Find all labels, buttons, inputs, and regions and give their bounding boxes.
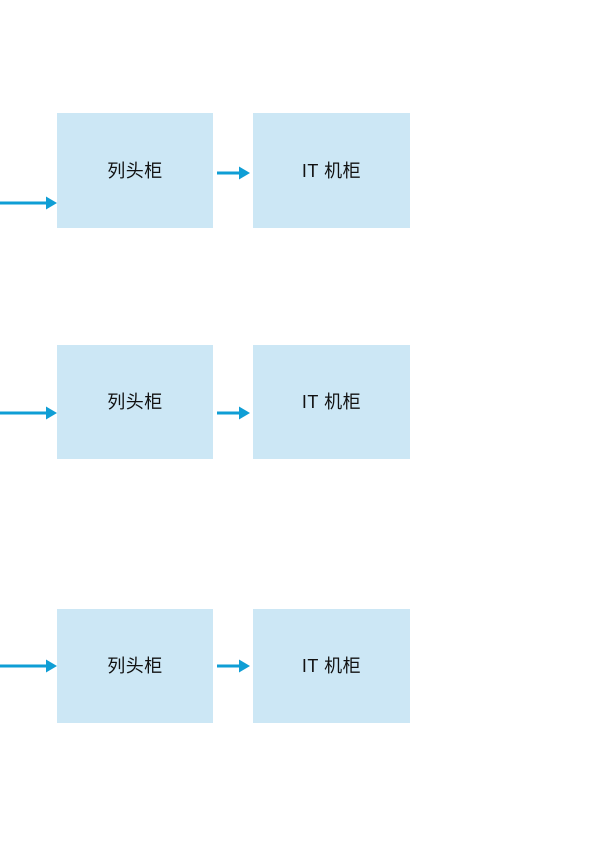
inbound-arrow	[0, 196, 57, 210]
arrow-head-icon	[46, 406, 57, 420]
node-box[interactable]: IT 机柜	[253, 609, 410, 723]
node-box[interactable]: IT 机柜	[253, 113, 410, 228]
connector-arrow	[217, 166, 250, 180]
node-label: 列头柜	[107, 160, 163, 181]
node-box[interactable]: IT 机柜	[253, 345, 410, 459]
node-box[interactable]: 列头柜	[57, 113, 213, 228]
node-label: IT 机柜	[301, 160, 362, 181]
arrow-head-icon	[239, 659, 250, 673]
node-label: 列头柜	[107, 392, 163, 412]
arrow-head-icon	[46, 196, 57, 210]
connector-arrow	[217, 406, 250, 420]
arrow-head-icon	[239, 166, 250, 180]
node-label: 列头柜	[107, 656, 163, 676]
node-label: IT 机柜	[301, 656, 362, 676]
node-label: IT 机柜	[301, 392, 362, 412]
arrow-head-icon	[46, 659, 57, 673]
node-box[interactable]: 列头柜	[57, 609, 213, 723]
node-box[interactable]: 列头柜	[57, 345, 213, 459]
arrow-head-icon	[239, 406, 250, 420]
inbound-arrow	[0, 406, 57, 420]
inbound-arrow	[0, 659, 57, 673]
connector-arrow	[217, 659, 250, 673]
